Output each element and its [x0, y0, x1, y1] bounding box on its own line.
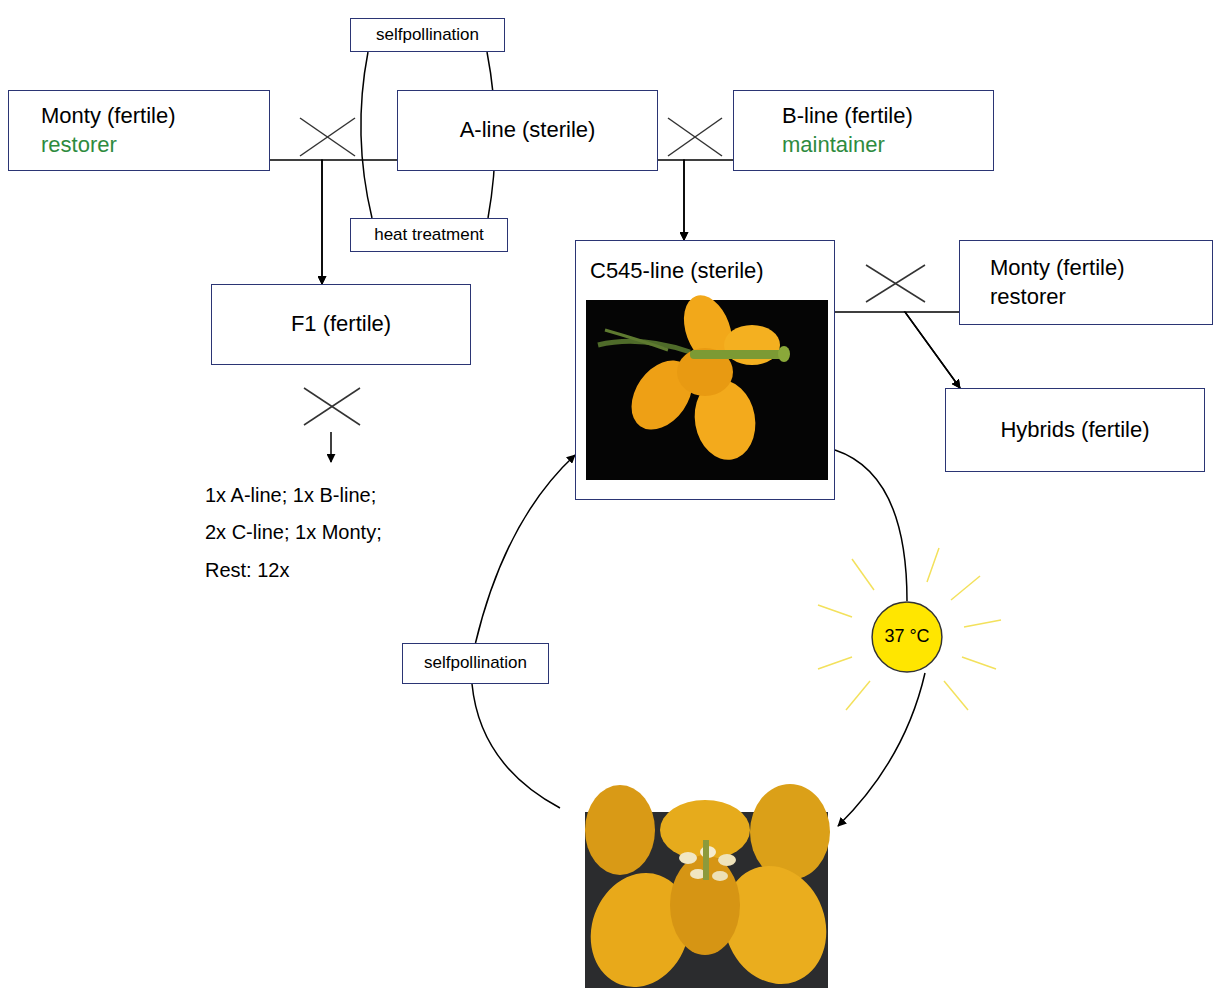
parent-line-box: Monty (fertile)restorer — [8, 90, 270, 171]
connector — [476, 455, 576, 643]
cycle-arrow — [838, 673, 925, 826]
offspring-note: 2x C-line; 1x Monty; — [205, 520, 382, 544]
fertile-flower-photo — [575, 784, 842, 988]
heat-treatment-box: heat treatment — [350, 218, 508, 252]
parent-line-box: B-line (fertile)maintainer — [733, 90, 994, 171]
node-text: restorer — [990, 283, 1066, 312]
node-text: A-line (sterile) — [460, 116, 596, 145]
connector — [658, 160, 684, 240]
node-text: C545-line (sterile) — [590, 257, 764, 286]
node-text: selfpollination — [424, 652, 527, 674]
node-text: B-line (fertile) — [782, 102, 913, 131]
node-text: Monty (fertile) — [990, 254, 1124, 283]
connector — [905, 312, 960, 388]
self-pollination-box: selfpollination — [402, 643, 549, 684]
connector — [835, 312, 960, 388]
offspring-note: Rest: 12x — [205, 558, 289, 582]
cycle-line — [472, 684, 560, 808]
node-text: Hybrids (fertile) — [1000, 416, 1149, 445]
node-text: F1 (fertile) — [291, 310, 391, 339]
node-text: restorer — [41, 131, 117, 160]
sun-rays — [818, 548, 1001, 710]
parent-line-box: A-line (sterile) — [397, 90, 658, 171]
node-text: maintainer — [782, 131, 885, 160]
node-text: 37 °C — [884, 625, 929, 648]
sterile-flower-photo — [586, 289, 828, 480]
connector — [684, 160, 733, 240]
node-text: selfpollination — [376, 24, 479, 46]
temperature-circle: 37 °C — [871, 601, 943, 673]
restorer-box: Monty (fertile)restorer — [959, 240, 1213, 325]
hybrid-box: Hybrids (fertile) — [945, 388, 1205, 472]
node-text: heat treatment — [374, 224, 484, 246]
connector — [835, 450, 907, 601]
offspring-arrow — [330, 432, 332, 462]
offspring-note: 1x A-line; 1x B-line; — [205, 483, 376, 507]
offspring-box: F1 (fertile) — [211, 284, 471, 365]
sterile-line-box: C545-line (sterile) — [575, 240, 835, 500]
self-pollination-box: selfpollination — [350, 18, 505, 52]
node-text: Monty (fertile) — [41, 102, 175, 131]
connector — [270, 160, 322, 284]
